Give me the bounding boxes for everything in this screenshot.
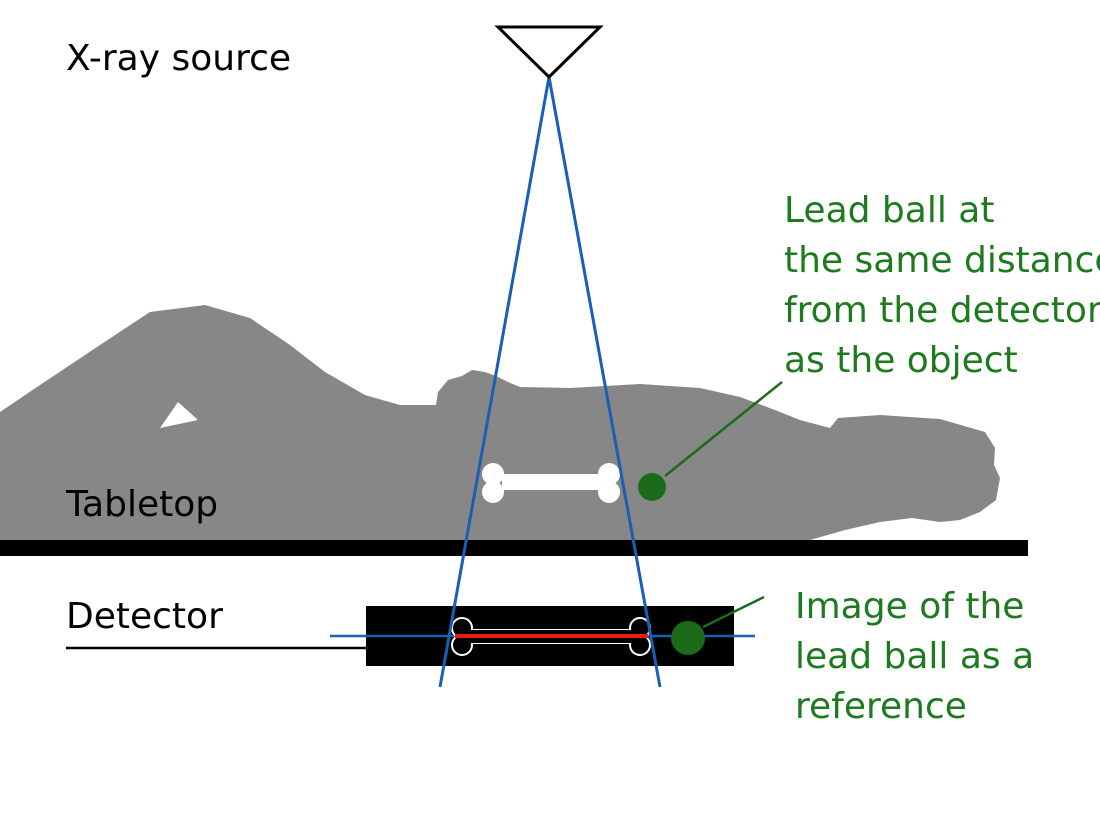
bone-icon bbox=[482, 463, 620, 503]
beam-left bbox=[438, 76, 551, 688]
lead-ball-image-icon bbox=[671, 621, 705, 655]
lead-image-leader bbox=[702, 595, 765, 629]
xray-source-label: X-ray source bbox=[66, 38, 292, 79]
lead-image-label-line: reference bbox=[795, 686, 967, 727]
beam-right bbox=[547, 76, 662, 688]
lead-ball-label-line: as the object bbox=[784, 340, 1018, 381]
tabletop-label: Tabletop bbox=[66, 484, 219, 525]
detector-label: Detector bbox=[66, 596, 223, 637]
lead-ball-label-line: Lead ball at bbox=[784, 190, 995, 231]
lead-ball-leader bbox=[664, 381, 783, 477]
bone-projection bbox=[451, 617, 651, 656]
inverted-triangle-icon bbox=[494, 25, 604, 80]
lead-ball-label-line: the same distance bbox=[784, 240, 1100, 281]
tabletop-bar bbox=[0, 540, 1028, 556]
patient-silhouette bbox=[0, 305, 1000, 540]
lead-image-label: Image of the lead ball as a reference bbox=[795, 582, 1034, 732]
lead-ball-icon bbox=[638, 473, 666, 501]
lead-ball-label-line: from the detector bbox=[784, 290, 1100, 331]
lead-image-label-line: lead ball as a bbox=[795, 636, 1035, 677]
lead-ball-label: Lead ball at the same distance from the … bbox=[784, 186, 1100, 386]
arm-gap bbox=[160, 402, 198, 428]
lead-image-label-line: Image of the bbox=[795, 586, 1025, 627]
